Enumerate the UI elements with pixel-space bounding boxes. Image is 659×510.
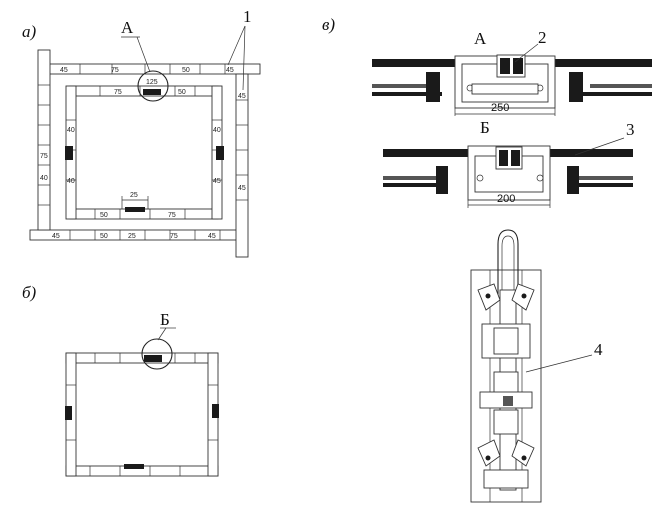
leader-4 [525, 354, 593, 373]
detail-A: А 250 [372, 29, 652, 116]
leader-A [136, 36, 151, 73]
callout-label-A: А [121, 18, 134, 37]
il-1: 40 [67, 178, 75, 185]
outer-left-panel [37, 49, 51, 231]
ol-1: 40 [40, 175, 48, 182]
detail-A-title: А [474, 29, 487, 48]
or-1: 45 [238, 185, 246, 192]
callout-label-B: Б [160, 310, 170, 329]
detail-B-title: Б [480, 118, 490, 137]
detail-B-width: 200 [497, 193, 515, 205]
ot-2: 50 [182, 67, 190, 74]
connector-bottom [125, 207, 145, 212]
ot-0: 45 [60, 67, 68, 74]
it-2: 50 [178, 89, 186, 96]
callout-circle-A [137, 70, 169, 102]
callout-circle-B [141, 338, 173, 370]
connector-left [65, 146, 73, 160]
detail-A-width: 250 [491, 102, 509, 114]
b-connector-right [212, 404, 219, 418]
clamp-hook [497, 229, 519, 300]
ob-0: 45 [52, 233, 60, 240]
connector-right [216, 146, 224, 160]
ot-3: 45 [226, 67, 234, 74]
ir-0: 40 [213, 127, 221, 134]
ob-3: 75 [170, 233, 178, 240]
connector-top [143, 89, 161, 95]
detail-B: Б 200 [383, 118, 633, 208]
inner-joints [66, 86, 222, 219]
callout-label-2: 2 [538, 28, 547, 47]
ob-2: 25 [128, 233, 136, 240]
b-joints [66, 353, 218, 476]
label-v: в) [322, 15, 335, 34]
gap-dim: 25 [130, 192, 138, 199]
outer-right-panel [235, 73, 249, 258]
it-0: 75 [114, 89, 122, 96]
b-connector-bottom [124, 464, 144, 469]
b-connector-top [144, 355, 162, 362]
callout-label-3: 3 [626, 120, 635, 139]
figure-clamp-elevation: 4 [470, 229, 603, 503]
or-0: 45 [238, 93, 246, 100]
ob-1: 50 [100, 233, 108, 240]
figure-v: в) А 250 2 Б [322, 15, 652, 208]
ib-1: 75 [168, 212, 176, 219]
il-0: 40 [67, 127, 75, 134]
label-a: а) [22, 22, 37, 41]
figure-b: б) Б [22, 283, 219, 477]
callout-label-4: 4 [594, 340, 603, 359]
it-1: 125 [146, 79, 158, 86]
ol-0: 75 [40, 153, 48, 160]
ot-1: 75 [111, 67, 119, 74]
b-connector-left [65, 406, 72, 420]
outer-joints [38, 64, 248, 240]
label-b: б) [22, 283, 37, 302]
leader-1a [227, 25, 246, 66]
ir-1: 45 [213, 178, 221, 185]
ob-4: 45 [208, 233, 216, 240]
ib-0: 50 [100, 212, 108, 219]
callout-label-1: 1 [243, 7, 252, 26]
leader-1b [242, 25, 246, 91]
figure-a: а) [22, 7, 261, 258]
